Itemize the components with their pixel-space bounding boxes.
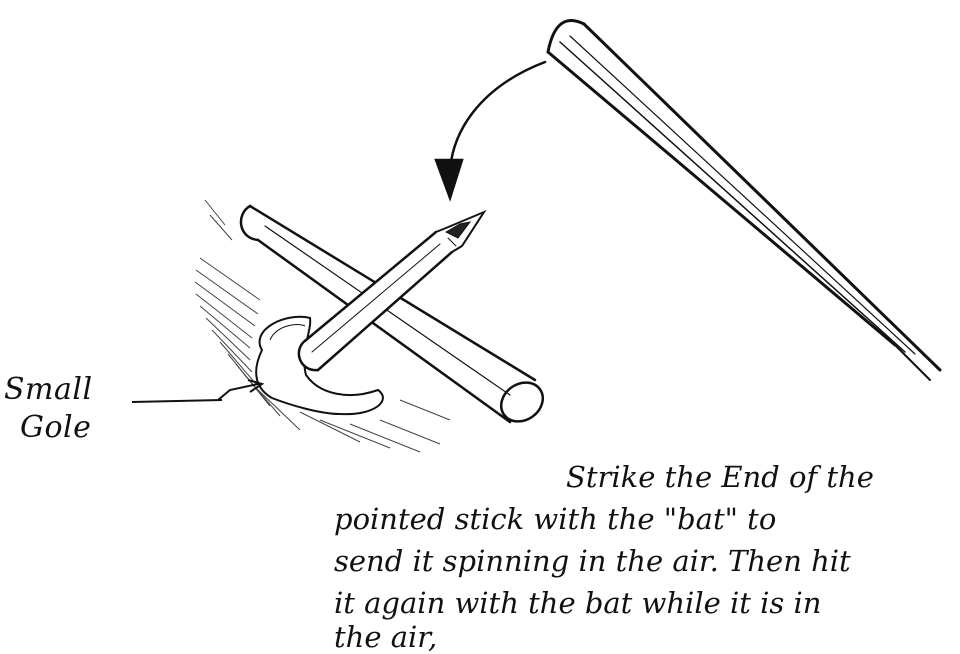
caption-line-3: send it spinning in the air. Then hit xyxy=(334,544,851,578)
caption-line-5: the air, xyxy=(334,620,437,654)
caption-line-2: pointed stick with the "bat" to xyxy=(334,502,776,536)
hole-label-small: Small xyxy=(4,372,93,407)
hole-label-hole: Gole xyxy=(20,410,91,445)
hole-pointer xyxy=(132,380,262,402)
swing-arrow xyxy=(436,62,545,198)
caption-line-1: Strike the End of the xyxy=(566,460,874,494)
caption-line-4: it again with the bat while it is in xyxy=(334,586,821,620)
bat-stick xyxy=(548,21,940,381)
